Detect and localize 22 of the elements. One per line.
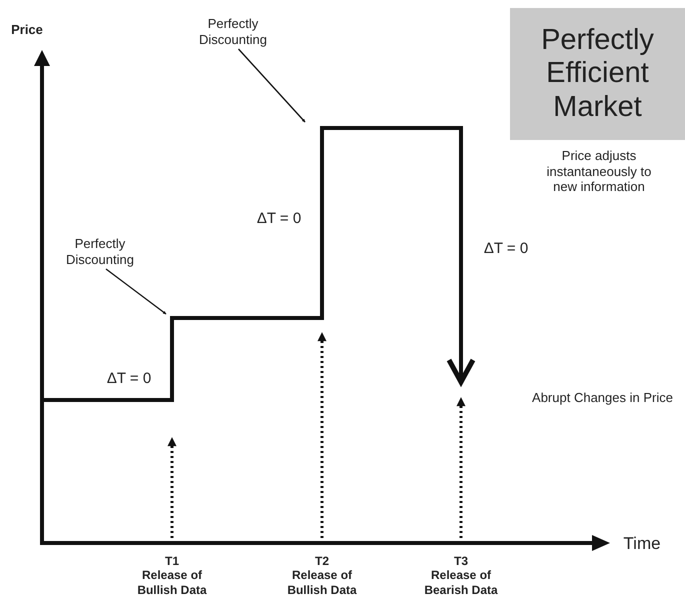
leader-arrow — [106, 268, 166, 315]
dotted-arrow — [168, 437, 176, 538]
axis-label: Price — [10, 22, 44, 38]
event-label: Release of Bearish Data — [423, 568, 499, 598]
axis-label: Time — [622, 534, 662, 554]
time-marker-label: T2 — [314, 554, 330, 568]
annotation-text: Perfectly Discounting — [198, 16, 268, 48]
delta-label: ΔT = 0 — [106, 370, 152, 388]
time-marker-label: T1 — [164, 554, 180, 568]
event-label: Release of Bullish Data — [136, 568, 208, 598]
note-text: Price adjusts instantaneously to new information — [546, 148, 652, 195]
dotted-arrow — [456, 397, 466, 538]
event-label: Release of Bullish Data — [286, 568, 358, 598]
dotted-arrow — [318, 332, 326, 538]
leader-arrow — [238, 48, 306, 122]
note-text: Abrupt Changes in Price — [531, 390, 674, 406]
title-text: Perfectly Efficient Market — [540, 24, 655, 124]
delta-label: ΔT = 0 — [256, 210, 302, 228]
title-box — [510, 8, 685, 140]
annotation-text: Perfectly Discounting — [65, 236, 135, 268]
delta-label: ΔT = 0 — [482, 240, 530, 258]
time-marker-label: T3 — [452, 554, 469, 568]
